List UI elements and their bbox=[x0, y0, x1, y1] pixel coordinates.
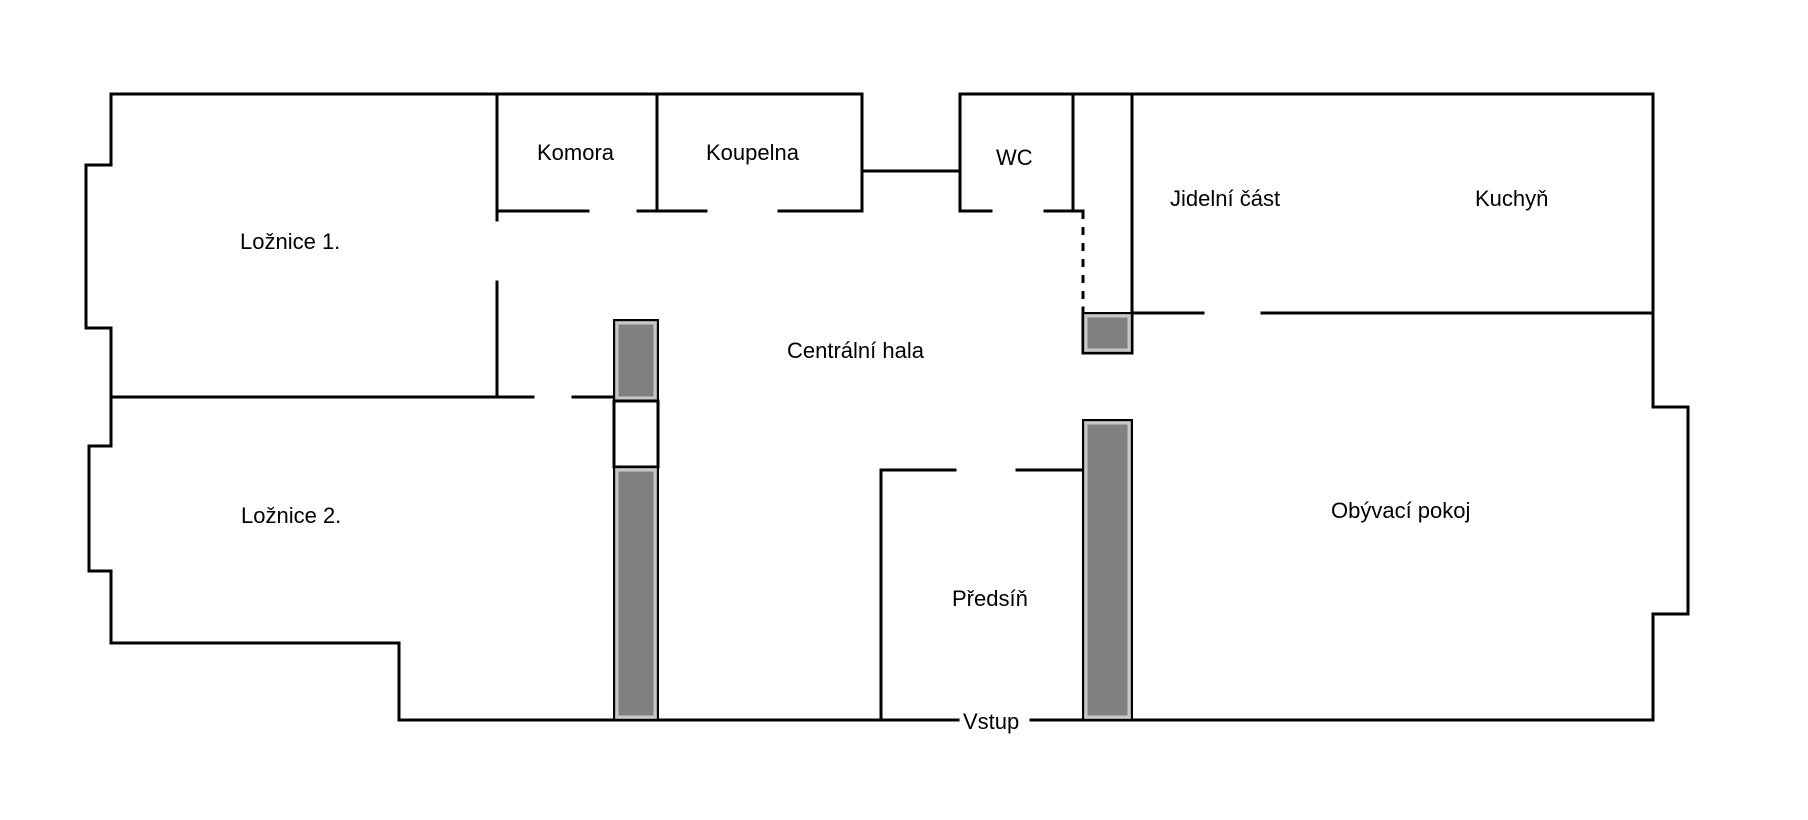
label-koupelna: Koupelna bbox=[706, 140, 800, 165]
walls-east bbox=[1071, 92, 1690, 722]
pillar-west-lower bbox=[613, 466, 659, 721]
label-loznice2: Ložnice 2. bbox=[241, 503, 341, 528]
wall-wc bbox=[958, 92, 1075, 213]
label-kuchyn: Kuchyň bbox=[1475, 186, 1548, 211]
label-wc: WC bbox=[996, 145, 1033, 170]
pillar-east bbox=[1082, 419, 1133, 721]
pillar-west-lower-inner bbox=[615, 468, 657, 719]
pillar-east-inner bbox=[1084, 421, 1131, 719]
walls-predsin bbox=[613, 468, 1134, 722]
label-komora: Komora bbox=[537, 140, 615, 165]
walls-service bbox=[495, 92, 962, 222]
outer-wall-bedroom2 bbox=[87, 395, 617, 722]
pillar-shaft-inner bbox=[1084, 314, 1131, 352]
walls-west bbox=[84, 92, 617, 722]
pillar-shaft bbox=[1082, 312, 1133, 354]
label-entrance: Vstup bbox=[963, 709, 1019, 734]
label-loznice1: Ložnice 1. bbox=[240, 229, 340, 254]
outer-wall-kitchen bbox=[1071, 92, 1690, 722]
label-predsin: Předsíň bbox=[952, 586, 1028, 611]
pillar-west-upper bbox=[613, 319, 659, 402]
label-jidelni: Jidelní část bbox=[1170, 186, 1280, 211]
room-labels: Ložnice 1. Ložnice 2. Komora Koupelna WC… bbox=[240, 140, 1548, 734]
outer-wall-bedroom1 bbox=[84, 92, 499, 399]
pillar-west-upper-inner bbox=[615, 321, 657, 400]
pillar-west-gap bbox=[612, 399, 660, 469]
wall-predsin bbox=[879, 468, 957, 722]
label-hala: Centrální hala bbox=[787, 338, 925, 363]
pillars bbox=[612, 312, 1133, 721]
label-obyvaci: Obývací pokoj bbox=[1331, 498, 1470, 523]
